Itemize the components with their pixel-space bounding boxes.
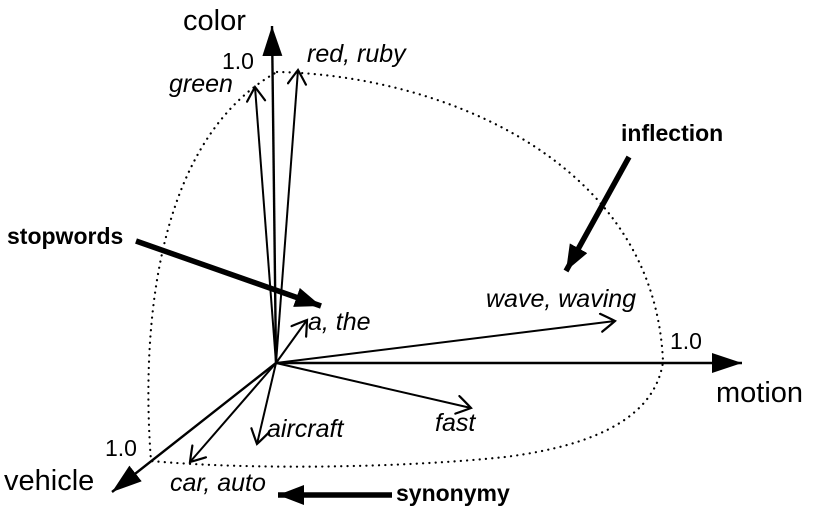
vector-label-a-the: a, the [308,308,371,336]
annotation-arrow-inflection [563,155,632,273]
vector-label-wave-waving: wave, waving [486,285,637,313]
vector-label-fast: fast [435,409,476,437]
annotation-label-synonymy: synonymy [396,480,510,506]
vector-arrow-car-auto [190,362,277,462]
vector-label-green: green [169,70,233,98]
unit-tick-motion: 1.0 [670,328,702,354]
unit-tick-color: 1.0 [222,48,254,74]
vector-arrow-a-the [275,320,307,364]
unit-tick-vehicle: 1.0 [105,435,137,461]
vector-arrow-fast [275,362,471,408]
vector-label-aircraft: aircraft [267,415,344,443]
vector-arrow-red-ruby [275,70,298,364]
vector-arrow-green [255,87,277,364]
axis-label-motion: motion [716,377,804,409]
annotation-label-stopwords: stopwords [7,223,124,249]
axis-label-color: color [183,5,246,37]
annotation-label-inflection: inflection [621,120,724,146]
axis-line-vehicle [111,362,277,493]
vector-label-car-auto: car, auto [170,469,266,497]
vector-label-red-ruby: red, ruby [307,40,406,68]
axis-line-color [262,25,283,364]
annotation-arrow-stopwords [135,238,322,309]
vector-arrow-aircraft [257,362,277,444]
vector-arrow-wave-waving [275,321,615,364]
axis-label-vehicle: vehicle [4,465,95,497]
unit-sphere-arc [147,70,665,468]
